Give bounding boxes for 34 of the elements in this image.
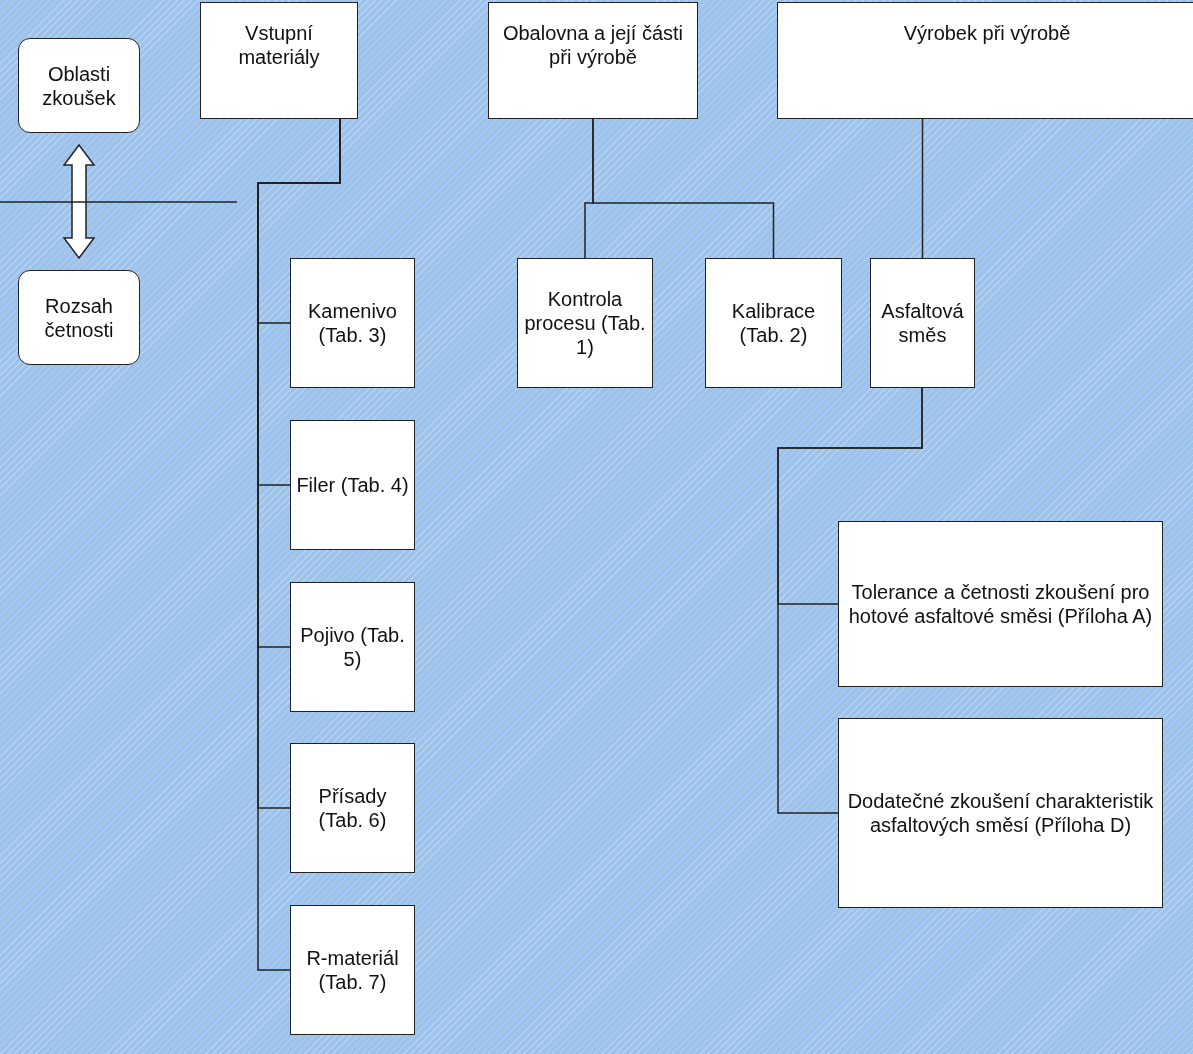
connector-line [592,118,775,259]
process-box [290,582,415,712]
process-box [870,258,975,388]
node-text: Kontrola procesu (Tab. 1) [523,287,647,359]
process-box [200,2,358,119]
process-box [838,718,1163,908]
node-text: Přísady (Tab. 6) [317,784,388,832]
connector-line [777,387,923,814]
node-text: Kamenivo (Tab. 3) [307,299,398,347]
node-text: Rozsah četnosti [43,293,115,342]
process-box [488,2,698,119]
process-box [705,258,842,388]
process-box [517,258,653,388]
node-text: Kalibrace (Tab. 2) [730,299,817,347]
process-box [290,905,415,1035]
node-text: R-materiál (Tab. 7) [305,946,400,994]
node-text: Dodatečné zkoušení charakteristik asfaltových směsí (Příloha D) [846,789,1155,837]
double-arrow [62,143,96,260]
rounded-box [18,38,140,133]
rounded-box [18,270,140,365]
process-box [290,420,415,550]
process-box [777,2,1193,119]
connector-line [921,118,924,259]
process-box [290,743,415,873]
node-text: Filer (Tab. 4) [296,473,409,497]
node-text: Výrobek při výrobě [903,21,1071,45]
node-text: Oblasti zkoušek [41,61,117,110]
node-text: Asfaltová směs [880,299,965,347]
node-text: Vstupní materiály [237,21,321,69]
node-text: Tolerance a četnosti zkoušení pro hotové asfaltové směsi (Příloha A) [847,580,1154,628]
node-text: Obalovna a její části při výrobě [501,21,685,69]
process-box [838,521,1163,687]
process-box [290,258,415,388]
node-text: Pojivo (Tab. 5) [299,623,406,671]
